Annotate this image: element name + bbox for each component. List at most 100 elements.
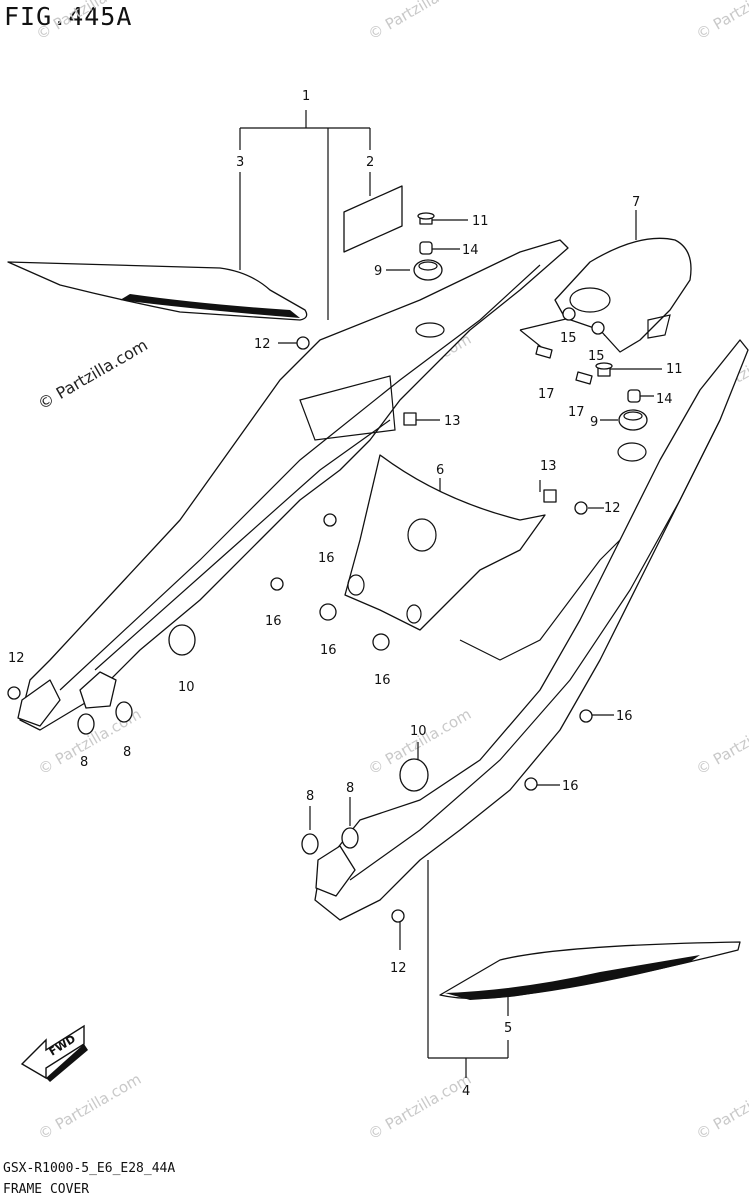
- bolt-icon: [535, 345, 553, 359]
- trim-strip-5: [439, 941, 741, 1000]
- rivet-icon: [296, 336, 310, 350]
- cushion-icon: [319, 603, 337, 621]
- mount-bracket-left: [17, 679, 61, 727]
- callout-12: 12: [8, 651, 25, 666]
- grommet-large-icon: [168, 624, 196, 656]
- callout-16: 16: [616, 709, 633, 724]
- callout-12: 12: [604, 501, 621, 516]
- callout-10: 10: [178, 680, 195, 695]
- callout-14: 14: [462, 243, 479, 258]
- callout-16: 16: [318, 551, 335, 566]
- frame-cover-left: [19, 239, 569, 731]
- rivet-icon: [391, 909, 405, 923]
- frame-cover-left-crease: [59, 264, 541, 691]
- trim-strip-3-edge: [120, 294, 300, 318]
- rivet-icon: [574, 501, 588, 515]
- callout-17: 17: [538, 387, 555, 402]
- callout-1: 1: [302, 89, 310, 104]
- tail-cowl-7-tab: [647, 314, 671, 339]
- cushion-icon: [270, 577, 284, 591]
- watermark-text: © Partzilla.com: [33, 0, 142, 43]
- damper-icon: [77, 713, 95, 735]
- section-name: FRAME COVER: [3, 1182, 90, 1197]
- nut-icon: [562, 307, 576, 321]
- frame-cover-left-panel: [299, 375, 396, 441]
- mount-bracket-left-2: [79, 671, 117, 709]
- callout-9: 9: [590, 415, 598, 430]
- frame-cover-right-hole: [617, 442, 647, 462]
- watermark-text: © Partzilla.com: [693, 0, 749, 43]
- callout-13: 13: [444, 414, 461, 429]
- tail-cowl-7-opening: [569, 287, 611, 313]
- frame-cover-left-crease: [94, 419, 391, 671]
- frame-cover-left-hole: [415, 322, 445, 338]
- mount-bracket-right: [315, 845, 356, 897]
- trim-strip-5-edge: [445, 955, 700, 1000]
- callout-2: 2: [366, 155, 374, 170]
- callout-13: 13: [540, 459, 557, 474]
- clip-nut-icon: [543, 489, 557, 503]
- callout-6: 6: [436, 463, 444, 478]
- callout-12: 12: [254, 337, 271, 352]
- callout-15: 15: [560, 331, 577, 346]
- callout-16: 16: [265, 614, 282, 629]
- center-panel-6-hole: [347, 574, 365, 596]
- hardware: [7, 212, 648, 923]
- center-panel-6-hole: [406, 604, 422, 624]
- rivet-icon: [7, 686, 21, 700]
- center-panel-6: [344, 454, 546, 631]
- damper-icon: [115, 701, 133, 723]
- callout-16: 16: [562, 779, 579, 794]
- cushion-icon: [323, 513, 337, 527]
- trim-strip-3: [7, 261, 308, 321]
- fwd-arrow-icon: FWD: [20, 1024, 88, 1082]
- watermark-text: © Partzilla.com: [35, 1070, 144, 1143]
- watermark-text: © Partzilla.com: [693, 705, 749, 778]
- callout-8: 8: [123, 745, 131, 760]
- callout-8: 8: [80, 755, 88, 770]
- tail-cowl-7: [554, 237, 692, 353]
- callout-3: 3: [236, 155, 244, 170]
- callout-17: 17: [568, 405, 585, 420]
- callout-12: 12: [390, 961, 407, 976]
- screw-head-icon: [595, 362, 613, 370]
- watermark-text: © Partzilla.com: [35, 335, 151, 413]
- grommet-large-icon: [399, 758, 429, 792]
- figure-title: FIG.445A: [4, 2, 133, 31]
- callout-11: 11: [666, 362, 683, 377]
- model-code: GSX-R1000-5_E6_E28_44A: [3, 1161, 176, 1176]
- callout-16: 16: [374, 673, 391, 688]
- collar-icon: [627, 389, 641, 403]
- callout-15: 15: [588, 349, 605, 364]
- frame-cover-right-edge: [459, 539, 621, 661]
- watermark-text: © Partzilla.com: [365, 1070, 474, 1143]
- callout-16: 16: [320, 643, 337, 658]
- sticker-2: [343, 185, 403, 253]
- bolt-icon: [575, 371, 593, 385]
- nut-icon: [591, 321, 605, 335]
- callout-8: 8: [346, 781, 354, 796]
- damper-icon: [341, 827, 359, 849]
- callout-5: 5: [504, 1021, 512, 1036]
- callout-11: 11: [472, 214, 489, 229]
- callout-4: 4: [462, 1084, 470, 1099]
- grommet-inner-icon: [418, 261, 438, 271]
- cushion-icon: [372, 633, 390, 651]
- callout-9: 9: [374, 264, 382, 279]
- grommet-inner-icon: [623, 411, 643, 421]
- damper-icon: [301, 833, 319, 855]
- callout-14: 14: [656, 392, 673, 407]
- callout-7: 7: [632, 195, 640, 210]
- watermark-text: © Partzilla.com: [365, 0, 474, 43]
- clip-nut-icon: [403, 412, 417, 426]
- center-panel-6-hole: [407, 518, 437, 552]
- frame-cover-right-crease: [349, 419, 721, 881]
- collar-icon: [419, 241, 433, 255]
- callout-10: 10: [410, 724, 427, 739]
- callouts: 1 2 3 4 5 6 7 8 8 8 8 9 9 10 10 11 11 12…: [8, 89, 683, 1099]
- watermark-text: © Partzilla.com: [693, 1070, 749, 1143]
- cushion-icon: [579, 709, 593, 723]
- cushion-icon: [524, 777, 538, 791]
